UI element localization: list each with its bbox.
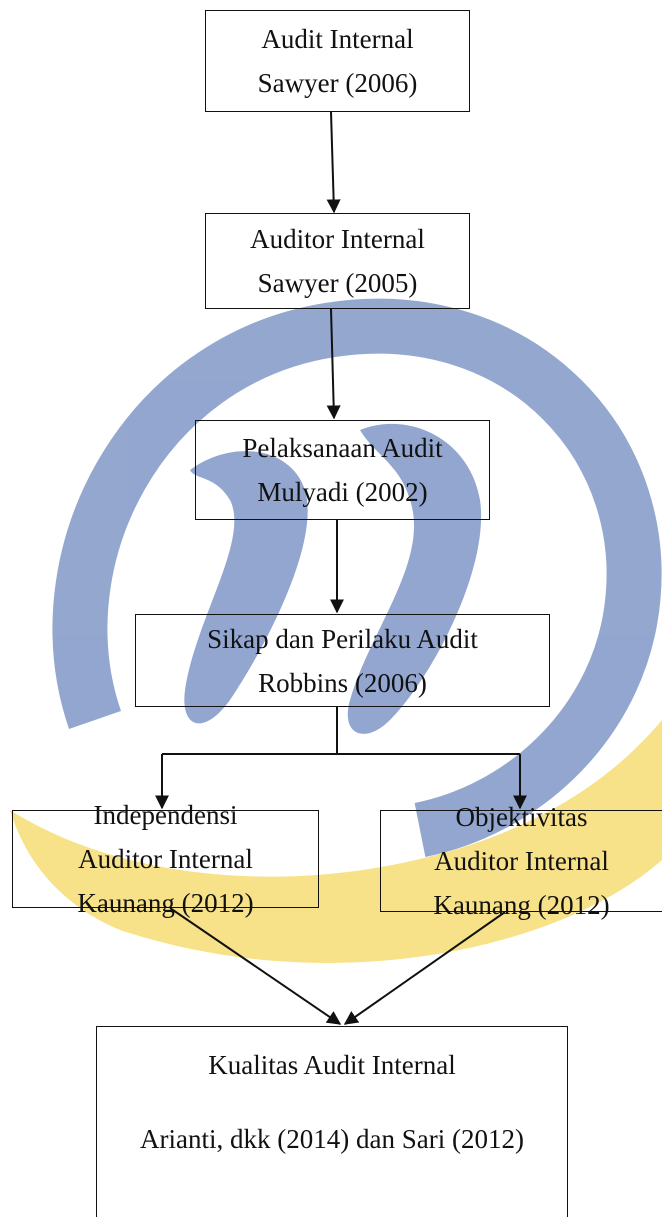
box-auditor-internal-line2: Sawyer (2005)	[257, 268, 418, 298]
arrow-audit-to-auditor	[326, 111, 341, 214]
box-audit-internal-line2: Sawyer (2006)	[257, 68, 418, 98]
watermark-letter-right	[347, 423, 482, 734]
box-objektivitas-line3: Kaunang (2012)	[433, 890, 610, 920]
box-independensi: Independensi Auditor Internal Kaunang (2…	[12, 800, 319, 918]
arrow-independensi-to-kualitas	[169, 907, 342, 1025]
arrow-auditor-to-pelaksanaan	[326, 308, 341, 420]
box-kualitas-audit-line1: Kualitas Audit Internal	[208, 1050, 456, 1080]
box-independensi-line3: Kaunang (2012)	[77, 888, 254, 918]
box-pelaksanaan-audit-line2: Mulyadi (2002)	[257, 477, 428, 507]
box-objektivitas: Objektivitas Auditor Internal Kaunang (2…	[380, 802, 662, 920]
box-sikap-perilaku: Sikap dan Perilaku Audit Robbins (2006)	[135, 614, 550, 707]
box-audit-internal: Audit Internal Sawyer (2006)	[205, 10, 470, 112]
box-auditor-internal: Auditor Internal Sawyer (2005)	[205, 213, 470, 309]
box-pelaksanaan-audit-line1: Pelaksanaan Audit	[242, 433, 443, 463]
watermark-outer-ring	[52, 298, 662, 857]
box-kualitas-audit-line2: Arianti, dkk (2014) dan Sari (2012)	[140, 1124, 524, 1154]
box-independensi-line2: Auditor Internal	[78, 844, 253, 874]
box-objektivitas-line2: Auditor Internal	[434, 846, 609, 876]
watermark-yellow-swoosh	[10, 720, 662, 963]
box-sikap-perilaku-line1: Sikap dan Perilaku Audit	[207, 623, 478, 654]
box-auditor-internal-line1: Auditor Internal	[250, 224, 425, 254]
box-objektivitas-line1: Objektivitas	[455, 802, 588, 832]
arrow-objektivitas-to-kualitas	[343, 911, 506, 1025]
box-kualitas-audit: Kualitas Audit Internal Arianti, dkk (20…	[96, 1026, 568, 1217]
box-audit-internal-line1: Audit Internal	[261, 24, 414, 54]
box-sikap-perilaku-line2: Robbins (2006)	[258, 667, 427, 698]
box-pelaksanaan-audit: Pelaksanaan Audit Mulyadi (2002)	[195, 420, 490, 520]
box-independensi-line1: Independensi	[93, 800, 238, 830]
